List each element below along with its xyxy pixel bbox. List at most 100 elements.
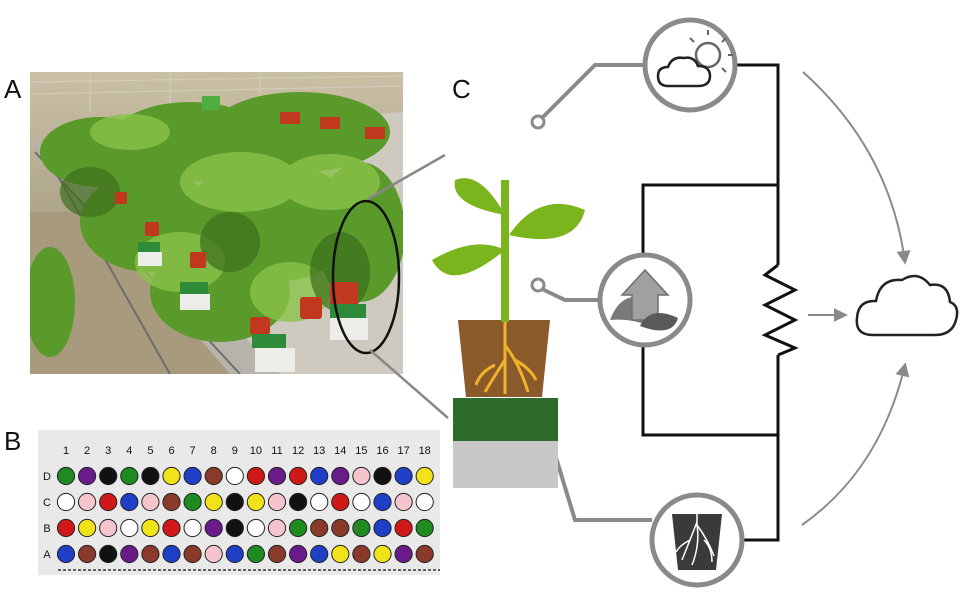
grid-cell-white — [352, 492, 371, 512]
grid-cell-black — [99, 466, 118, 486]
plant-tray — [453, 398, 558, 441]
grid-cell-brown — [141, 544, 160, 564]
grid-row-label: C — [43, 497, 51, 509]
grid-cell-black — [373, 466, 392, 486]
grid-cell-yellow — [373, 544, 392, 564]
flow-arrows — [801, 71, 911, 526]
grid-cell-green — [183, 492, 202, 512]
grid-cell-purple — [204, 518, 223, 538]
soil-roots-icon — [649, 492, 745, 588]
grid-cell-brown — [331, 518, 350, 538]
grid-cell-black — [289, 492, 308, 512]
grid-cell-brown — [310, 518, 329, 538]
grid-column-header: 11 — [271, 445, 282, 457]
grid-cell-blue — [162, 544, 181, 564]
probe-terminal-plant — [530, 277, 546, 293]
grid-column-header: 3 — [105, 445, 111, 457]
grid-cell-green — [246, 544, 265, 564]
grid-cell-pink — [204, 544, 223, 564]
grid-cell-pink — [394, 492, 413, 512]
grid-cell-red — [289, 466, 308, 486]
plant-leaves — [432, 178, 585, 276]
grid-cell-white — [56, 492, 76, 512]
grid-cell-yellow — [204, 492, 223, 512]
grid-cell-brown — [415, 544, 434, 564]
zoom-line-top — [367, 153, 446, 201]
grid-column-header: 17 — [397, 445, 409, 457]
grid-cell-yellow — [162, 466, 181, 486]
grid-cell-black — [141, 466, 160, 486]
grid-cell-purple — [267, 466, 287, 486]
panel-label-b: B — [4, 426, 22, 456]
grid-cell-blue — [225, 544, 244, 564]
grid-column-header: 13 — [313, 445, 325, 457]
grid-cell-black — [225, 518, 244, 538]
grid-cell-red — [99, 492, 118, 512]
grid-cell-brown — [204, 466, 223, 486]
grid-column-header: 14 — [334, 445, 346, 457]
grid-cell-yellow — [141, 518, 160, 538]
grid-cell-black — [99, 544, 118, 564]
cloud-output-icon — [855, 274, 959, 337]
grid-cell-green — [289, 518, 308, 538]
plant-stem — [501, 180, 509, 322]
resistor-icon — [761, 263, 799, 357]
grid-cell-yellow — [78, 518, 97, 538]
grid-cell-brown — [267, 544, 287, 564]
grid-cell-brown — [78, 544, 97, 564]
grid-column-header: 15 — [355, 445, 367, 457]
zoom-line-bottom — [369, 349, 449, 419]
grid-column-header: 5 — [147, 445, 153, 457]
grid-cell-pink — [78, 492, 97, 512]
grid-cell-blue — [394, 466, 413, 486]
grid-cell-blue — [310, 544, 329, 564]
grid-cell-pink — [141, 492, 160, 512]
greenhouse-photo — [30, 72, 403, 374]
grid-column-header: 1 — [63, 445, 69, 457]
grid-cell-red — [162, 518, 181, 538]
grid-column-header: 9 — [232, 445, 238, 457]
grid-column-header: 18 — [419, 445, 431, 457]
grid-cell-blue — [373, 518, 392, 538]
grid-cell-pink — [267, 518, 287, 538]
weather-cloud-sun-icon — [642, 17, 738, 113]
grid-column-header: 10 — [250, 445, 262, 457]
grid-cell-green — [352, 518, 371, 538]
grid-cell-blue — [310, 466, 329, 486]
plant-transpiration-icon — [597, 252, 693, 348]
grid-cell-purple — [78, 466, 97, 486]
grid-row-label: D — [43, 471, 51, 483]
grid-row-label: B — [43, 523, 50, 535]
grid-cell-brown — [183, 544, 202, 564]
grid-cell-yellow — [331, 544, 350, 564]
plant-stand — [453, 440, 558, 488]
grid-cell-blue — [183, 466, 202, 486]
grid-column-header: 7 — [190, 445, 196, 457]
grid-cell-white — [183, 518, 202, 538]
grid-cell-red — [394, 518, 413, 538]
grid-cell-pink — [99, 518, 118, 538]
probe-terminal-air — [530, 114, 546, 130]
panel-label-c: C — [452, 74, 471, 104]
grid-cell-green — [56, 466, 76, 486]
grid-cell-brown — [352, 544, 371, 564]
grid-cell-white — [310, 492, 329, 512]
grid-cell-white — [415, 492, 434, 512]
grid-cell-black — [225, 492, 244, 512]
grid-cell-blue — [56, 544, 76, 564]
grid-cell-white — [120, 518, 139, 538]
panel-label-a: A — [4, 74, 22, 104]
grid-cell-purple — [289, 544, 308, 564]
grid-cell-purple — [394, 544, 413, 564]
grid-cell-blue — [373, 492, 392, 512]
grid-cell-white — [225, 466, 244, 486]
grid-cell-green — [120, 466, 139, 486]
grid-column-header: 2 — [84, 445, 90, 457]
grid-column-header: 4 — [126, 445, 132, 457]
grid-column-header: 6 — [168, 445, 174, 457]
grid-cell-red — [331, 492, 350, 512]
grid-row-label: A — [43, 549, 51, 561]
